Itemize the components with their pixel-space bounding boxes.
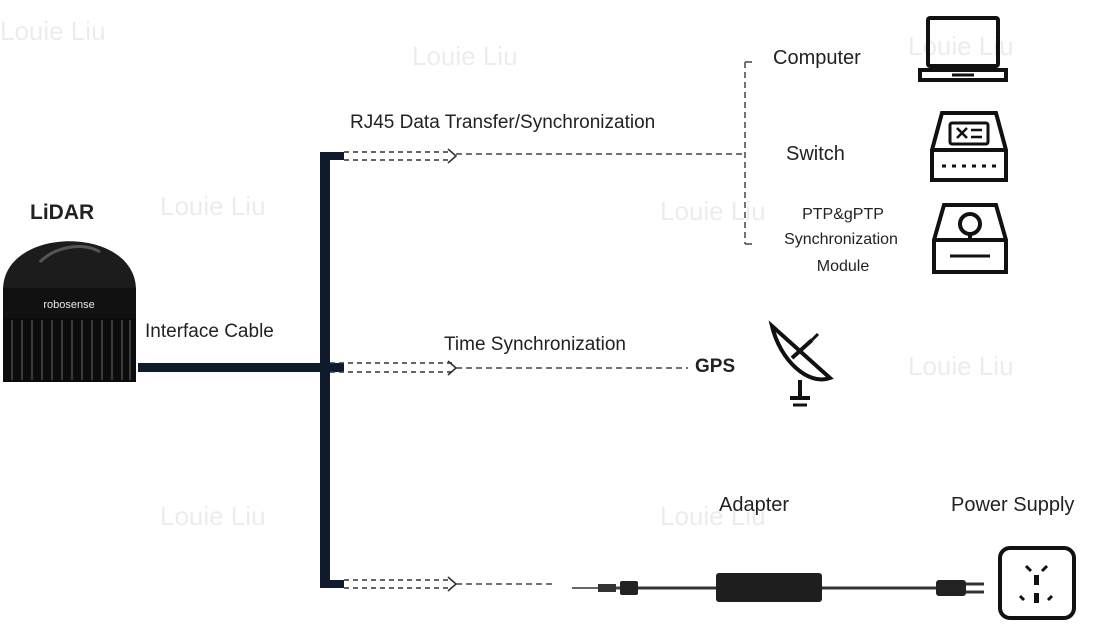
time-sync-branch: Time Synchronization GPS	[330, 334, 735, 377]
interface-cable-label: Interface Cable	[145, 321, 274, 342]
rj45-arrow	[344, 151, 452, 161]
time-sync-arrow	[330, 362, 452, 373]
bus-branch-bottom	[320, 580, 344, 588]
watermark-text: Louie Liu	[160, 501, 266, 531]
satellite-dish-icon	[768, 320, 834, 407]
cable-bus: Interface Cable	[138, 152, 344, 588]
vertical-bus	[320, 152, 330, 588]
lidar-title: LiDAR	[30, 201, 94, 224]
lidar-device: LiDAR robosense	[3, 201, 136, 382]
watermark-text: Louie Liu	[660, 501, 766, 531]
lidar-dome-highlight	[38, 245, 101, 264]
sync-module-icon	[932, 203, 1008, 274]
watermarks: Louie Liu Louie Liu Louie Liu Louie Liu …	[0, 16, 1014, 531]
computer-label: Computer	[773, 47, 861, 69]
watermark-text: Louie Liu	[660, 196, 766, 226]
ptp-label-line1: PTP&gPTP	[802, 206, 884, 223]
watermark-text: Louie Liu	[412, 41, 518, 71]
watermark-text: Louie Liu	[0, 16, 106, 46]
bus-branch-top	[320, 152, 344, 160]
rj45-label: RJ45 Data Transfer/Synchronization	[350, 112, 655, 133]
ptp-label-line2: Synchronization	[784, 231, 898, 248]
time-sync-label: Time Synchronization	[444, 334, 626, 355]
lidar-fins	[11, 320, 131, 380]
lidar-brand: robosense	[43, 299, 94, 311]
laptop-icon	[918, 16, 1008, 82]
power-branch: Adapter Power Supply	[344, 494, 1074, 592]
watermark-text: Louie Liu	[908, 31, 1014, 61]
gps-label: GPS	[695, 356, 735, 377]
lidar-brand-band	[3, 288, 136, 318]
power-adapter-icon	[572, 573, 984, 602]
switch-label: Switch	[786, 143, 845, 165]
watermark-text: Louie Liu	[908, 351, 1014, 381]
ptp-label-line3: Module	[817, 258, 870, 275]
rj45-arrowhead	[447, 148, 458, 164]
adapter-label: Adapter	[719, 494, 789, 516]
power-outlet-icon	[998, 546, 1076, 620]
power-arrow	[344, 579, 452, 589]
lidar-dome	[3, 241, 136, 290]
power-supply-label: Power Supply	[951, 494, 1074, 516]
rj45-branch: RJ45 Data Transfer/Synchronization	[344, 61, 752, 245]
lidar-body	[3, 318, 136, 382]
power-arrowhead	[447, 576, 458, 592]
network-switch-icon	[930, 111, 1008, 182]
interface-cable	[138, 363, 344, 372]
watermark-text: Louie Liu	[160, 191, 266, 221]
